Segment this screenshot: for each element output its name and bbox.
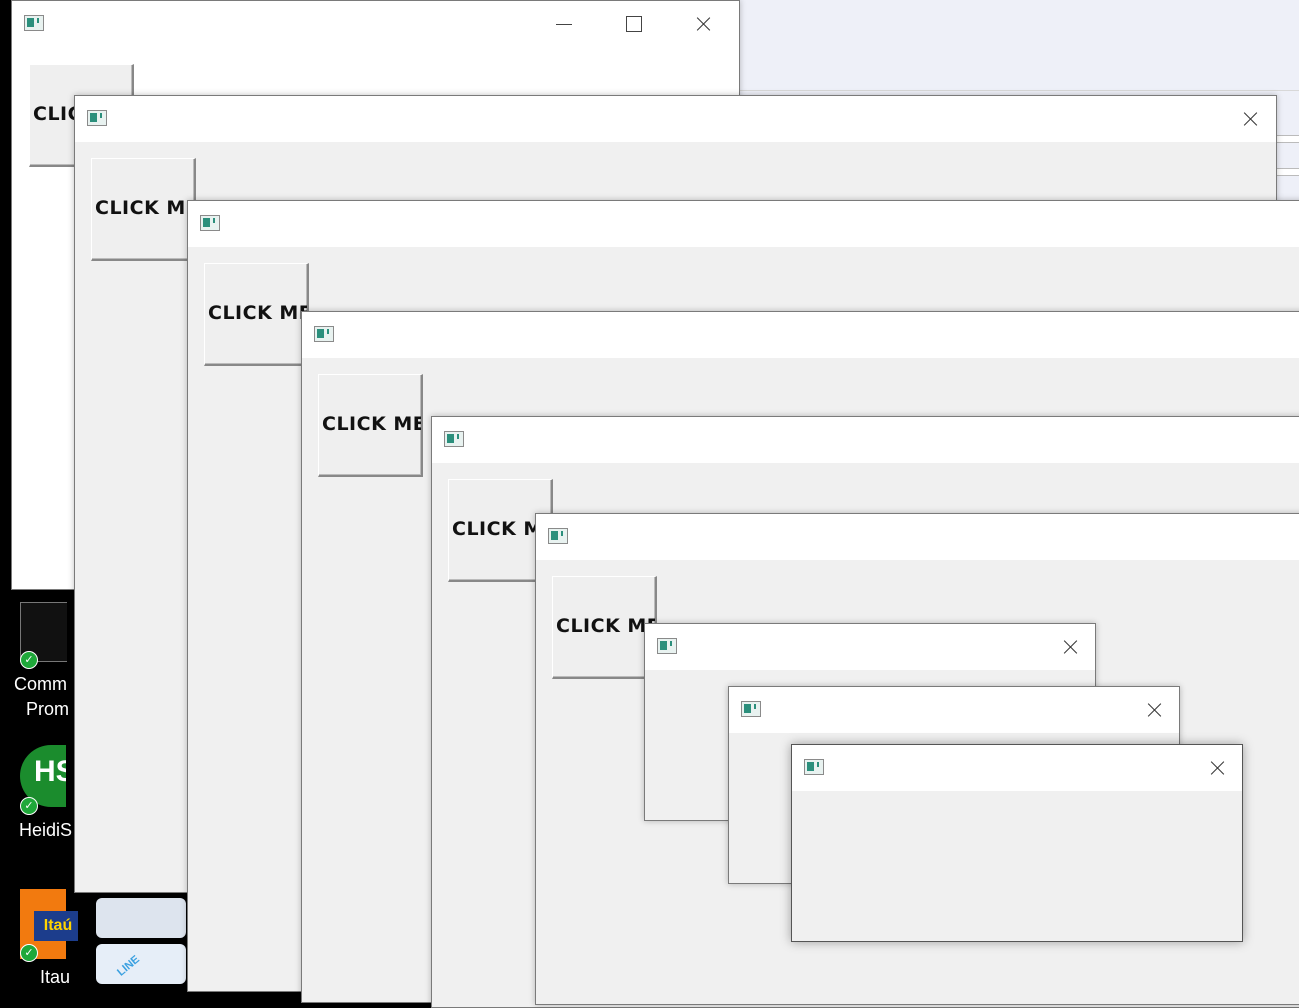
title-bar[interactable]: [536, 514, 1299, 560]
close-button[interactable]: [1203, 753, 1233, 783]
sync-check-icon: ✓: [20, 797, 38, 815]
click-me-button[interactable]: CLICK ME: [318, 374, 423, 477]
app-icon: [657, 638, 677, 654]
app-icon: [741, 701, 761, 717]
window-edge: [738, 90, 1299, 91]
title-bar[interactable]: [188, 201, 1299, 247]
title-bar[interactable]: [12, 1, 739, 47]
minimize-button[interactable]: [549, 9, 579, 39]
desktop-icon-label: HeidiS: [19, 820, 73, 840]
close-button[interactable]: [1236, 104, 1266, 134]
click-me-button[interactable]: CLICK ME: [552, 576, 657, 679]
app-icon: [548, 528, 568, 544]
desktop-tile: [96, 898, 186, 938]
desktop-icon-itau[interactable]: Itaú ✓ Itau: [0, 889, 78, 987]
close-button[interactable]: [1140, 695, 1170, 725]
title-bar[interactable]: [792, 745, 1242, 791]
heidisql-icon: HS: [20, 745, 66, 807]
scroll-edge: [1275, 168, 1299, 176]
click-me-button[interactable]: CLICK ME: [91, 158, 196, 261]
minimize-icon: [556, 24, 572, 25]
scroll-edge: [1275, 135, 1299, 143]
sync-check-icon: ✓: [20, 651, 38, 669]
app-icon: [200, 215, 220, 231]
close-button[interactable]: [689, 9, 719, 39]
desktop-icon-label: Comm Prom: [14, 674, 70, 719]
maximize-icon: [626, 16, 642, 32]
desktop-tile-ribbon: LINE: [96, 944, 186, 984]
app-icon: [804, 759, 824, 775]
sync-check-icon: ✓: [20, 944, 38, 962]
app-icon: [87, 110, 107, 126]
title-bar[interactable]: [432, 417, 1299, 463]
click-me-button[interactable]: CLICK ME: [204, 263, 309, 366]
close-button[interactable]: [1056, 632, 1086, 662]
title-bar[interactable]: [302, 312, 1299, 358]
title-bar[interactable]: [75, 96, 1276, 142]
app-icon: [314, 326, 334, 342]
app-window-9-active[interactable]: [791, 744, 1243, 942]
maximize-button[interactable]: [618, 9, 648, 39]
app-icon: [444, 431, 464, 447]
app-icon: [24, 15, 44, 31]
desktop-icon-heidisql[interactable]: HS ✓ HeidiS: [0, 745, 72, 845]
title-bar[interactable]: [729, 687, 1179, 733]
title-bar[interactable]: [645, 624, 1095, 670]
desktop-icon-command-prompt[interactable]: ✓ Comm Prom: [0, 602, 69, 722]
